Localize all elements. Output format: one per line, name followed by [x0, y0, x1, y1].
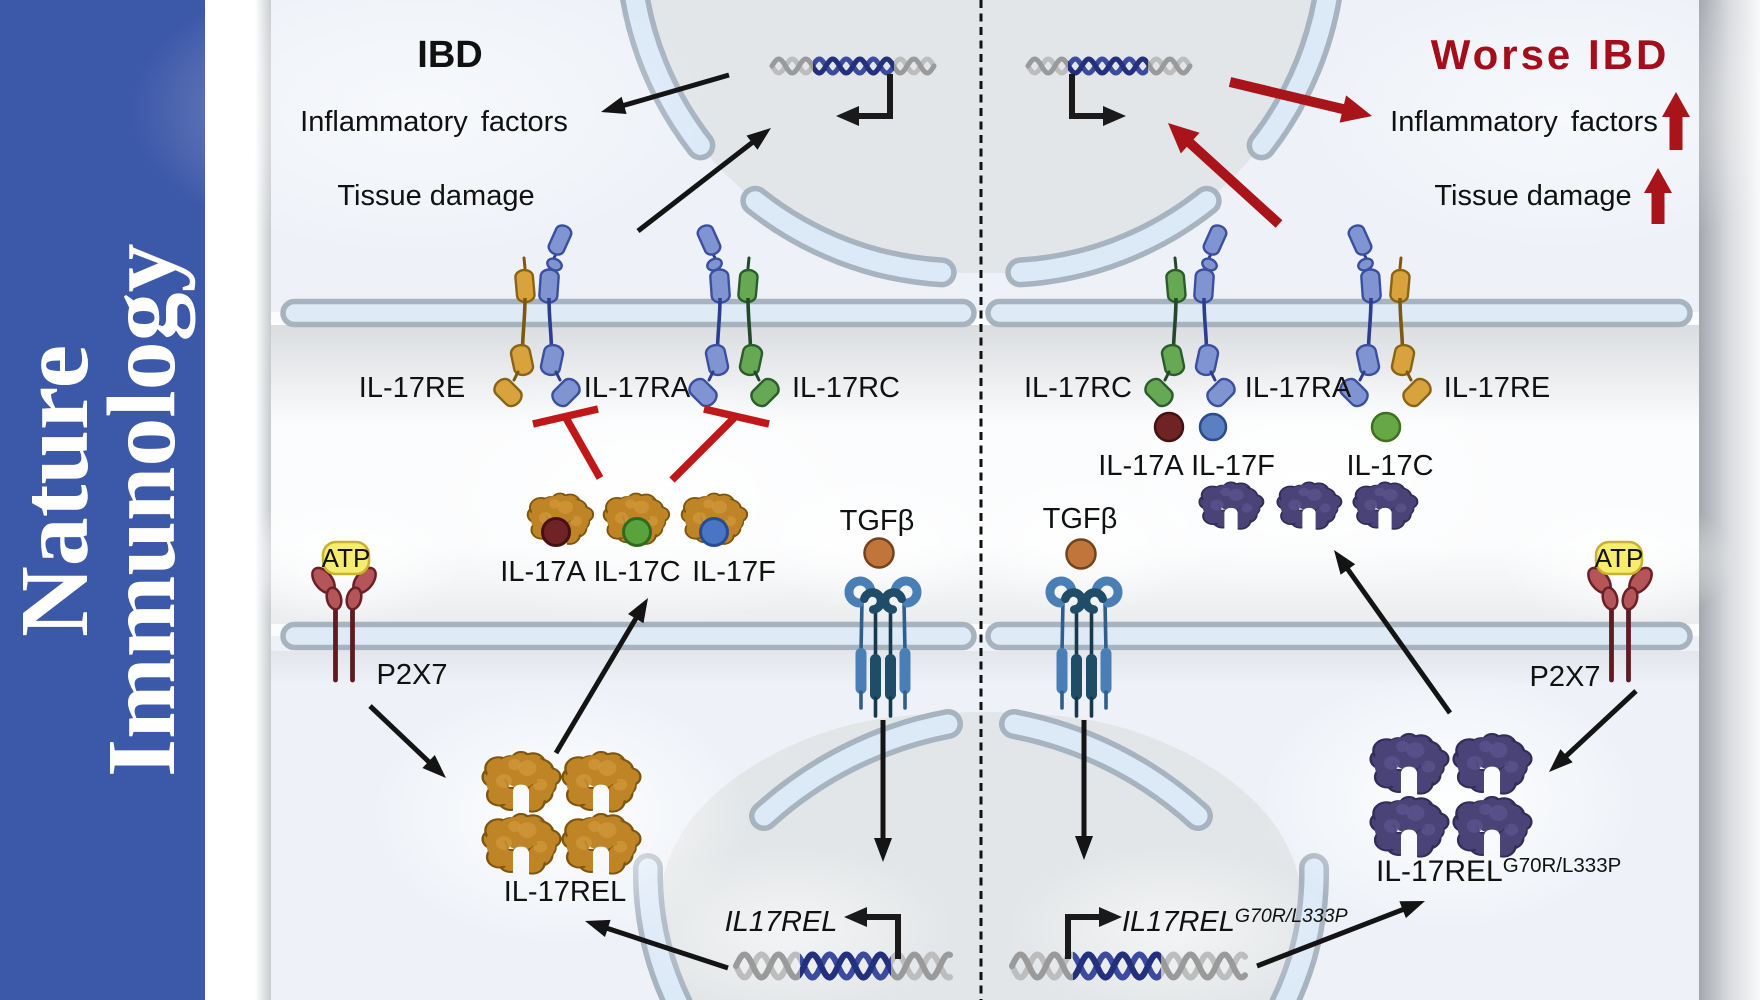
- svg-text:P2X7: P2X7: [377, 659, 448, 691]
- svg-text:Inflammatory factors: Inflammatory factors: [1390, 106, 1658, 138]
- svg-text:IL-17RA: IL-17RA: [584, 372, 691, 404]
- svg-text:P2X7: P2X7: [1530, 661, 1601, 693]
- svg-text:IL-17RE: IL-17RE: [1444, 372, 1550, 404]
- svg-text:Tissue damage: Tissue damage: [337, 180, 534, 212]
- svg-text:Nature: Nature: [1, 345, 109, 637]
- svg-text:ATP: ATP: [322, 543, 371, 573]
- svg-text:TGFβ: TGFβ: [840, 505, 915, 537]
- svg-text:Worse IBD: Worse IBD: [1431, 31, 1670, 78]
- svg-text:IL-17A: IL-17A: [1098, 450, 1184, 482]
- svg-text:IL-17C: IL-17C: [593, 556, 680, 588]
- svg-text:IL-17C: IL-17C: [1346, 450, 1433, 482]
- svg-text:IL-17F: IL-17F: [692, 556, 776, 588]
- svg-text:Immunology: Immunology: [88, 243, 196, 777]
- svg-text:IL-17A: IL-17A: [500, 556, 586, 588]
- svg-text:ATP: ATP: [1595, 543, 1644, 573]
- svg-text:IL-17RC: IL-17RC: [792, 372, 900, 404]
- svg-text:Inflammatory factors: Inflammatory factors: [300, 106, 568, 138]
- svg-text:IL17REL: IL17REL: [725, 906, 838, 938]
- svg-text:Tissue damage: Tissue damage: [1434, 180, 1631, 212]
- svg-text:TGFβ: TGFβ: [1043, 503, 1118, 535]
- svg-text:IL-17RC: IL-17RC: [1024, 372, 1132, 404]
- svg-text:IL-17RE: IL-17RE: [359, 372, 465, 404]
- svg-text:IBD: IBD: [417, 34, 482, 76]
- svg-text:IL-17RA: IL-17RA: [1245, 372, 1352, 404]
- svg-text:IL-17REL: IL-17REL: [504, 876, 627, 908]
- svg-text:IL-17F: IL-17F: [1191, 450, 1275, 482]
